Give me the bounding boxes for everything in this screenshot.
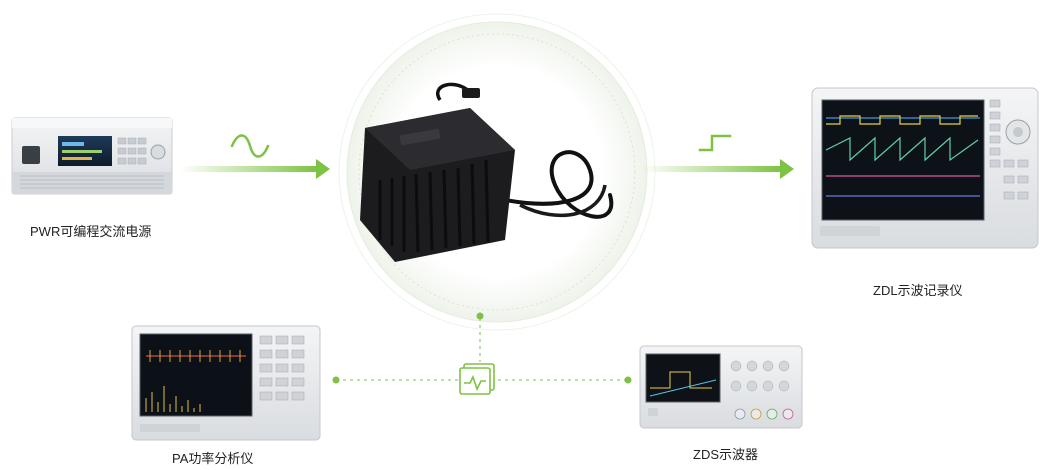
power-adapter-image — [360, 82, 614, 262]
zdl-label: ZDL示波记录仪 — [873, 283, 963, 298]
square-wave-icon — [698, 134, 732, 152]
monitor-waveform-icon — [459, 363, 495, 395]
pwr-device-image — [11, 117, 173, 195]
connector-lines — [336, 318, 628, 381]
sine-wave-icon — [230, 134, 270, 158]
output-arrow — [642, 159, 794, 179]
zdl-device-image — [811, 87, 1039, 249]
zds-label: ZDS示波器 — [693, 447, 759, 462]
pa-device-image — [131, 325, 321, 441]
zds-device-image — [639, 345, 803, 429]
pa-label: PA功率分析仪 — [172, 451, 254, 466]
pwr-label: PWR可编程交流电源 — [30, 224, 152, 239]
connector-dots — [332, 312, 632, 384]
input-arrow — [180, 159, 330, 179]
